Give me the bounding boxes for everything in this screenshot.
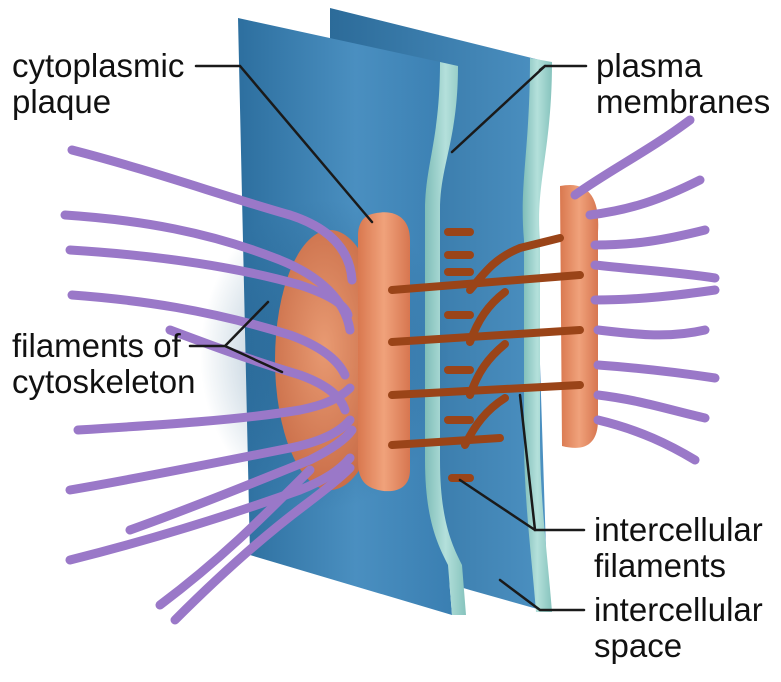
label-line: space bbox=[594, 628, 763, 664]
label-line: plasma bbox=[596, 48, 770, 84]
right-plaque bbox=[560, 185, 598, 448]
label-line: intercellular bbox=[594, 592, 763, 628]
label-intercellular-space: intercellular space bbox=[594, 592, 763, 664]
label-line: intercellular bbox=[594, 512, 763, 548]
label-line: plaque bbox=[12, 84, 184, 120]
label-line: cytoplasmic bbox=[12, 48, 184, 84]
label-cytoplasmic-plaque: cytoplasmic plaque bbox=[12, 48, 184, 120]
label-line: cytoskeleton bbox=[12, 364, 195, 400]
label-intercellular-filaments: intercellular filaments bbox=[594, 512, 763, 584]
label-filaments-of-cytoskeleton: filaments of cytoskeleton bbox=[12, 328, 195, 400]
left-plaque-face bbox=[358, 212, 410, 491]
label-line: membranes bbox=[596, 84, 770, 120]
label-line: filaments of bbox=[12, 328, 195, 364]
label-line: filaments bbox=[594, 548, 763, 584]
label-plasma-membranes: plasma membranes bbox=[596, 48, 770, 120]
